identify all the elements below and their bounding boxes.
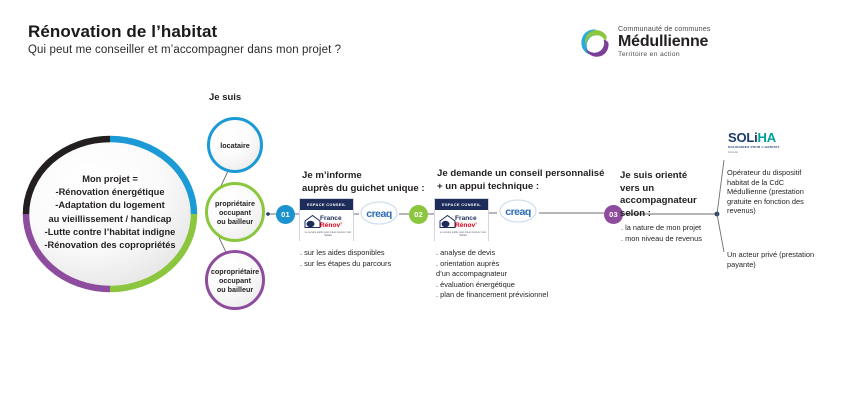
- france-renov-banner-text-2: ESPACE CONSEIL: [442, 202, 481, 207]
- cdc-logo-line3: Territoire en action: [618, 51, 680, 58]
- soliha-logo: SOLiHA SOLIDAIRES POUR L’HABITAT Gironde: [728, 131, 798, 155]
- main-oval-line-2: -Adaptation du logement: [55, 200, 165, 211]
- step-02-bullets: . analyse de devis . orientation auprès …: [436, 248, 596, 301]
- france-renov-logo-1: ESPACE CONSEIL France Rénov’ Le service …: [299, 198, 354, 241]
- step-badge-01[interactable]: 01: [276, 205, 295, 224]
- svg-text:creaq: creaq: [505, 206, 531, 218]
- cdc-medullienne-logo: Communauté de communes Médullienne Terri…: [578, 24, 738, 64]
- main-oval-line-5: -Rénovation des copropriétés: [44, 240, 176, 251]
- france-renov-tagline-2: Le service public pour mieux rénover mon…: [439, 231, 487, 238]
- step-01-bullets: . sur les aides disponibles . sur les ét…: [300, 248, 435, 269]
- step-03-title-line3: accompagnateur: [620, 195, 697, 206]
- step-01-bullet-1: . sur les étapes du parcours: [300, 258, 392, 268]
- step-badge-02[interactable]: 02: [409, 205, 428, 224]
- creaq-logo-2: creaq: [499, 199, 537, 223]
- page-subtitle: Qui peut me conseiller et m’accompagner …: [28, 44, 342, 56]
- cdc-logo-line2: Médullienne: [618, 33, 709, 50]
- persona-locataire-label: locataire: [220, 140, 250, 150]
- main-project-oval: Mon projet = -Rénovation énergétique -Ad…: [20, 133, 200, 295]
- main-oval-text: Mon projet = -Rénovation énergétique -Ad…: [28, 173, 192, 252]
- je-suis-heading: Je suis: [209, 92, 242, 103]
- france-renov-banner-text-1: ESPACE CONSEIL: [307, 202, 346, 207]
- france-renov-name-3: France: [455, 215, 477, 222]
- private-actor-note: Un acteur privé (prestation payante): [727, 250, 815, 269]
- svg-text:creaq: creaq: [366, 208, 392, 220]
- main-oval-line-4: -Lutte contre l’habitat indigne: [44, 226, 176, 237]
- step-03-title-line1: Je suis orienté: [620, 170, 688, 181]
- main-oval-line-0: Mon projet =: [82, 174, 138, 184]
- step-01-title-line1: Je m’informe: [302, 170, 362, 181]
- step-02-bullet-2: d’un accompagnateur: [436, 269, 508, 279]
- step-02-bullet-4: . plan de financement prévisionnel: [436, 290, 549, 300]
- step-02-bullet-1: . orientation auprès: [436, 258, 500, 268]
- house-icon-1: [304, 214, 321, 228]
- main-oval-ring: [22, 135, 198, 293]
- france-renov-name-4: Rénov’: [455, 221, 477, 229]
- france-renov-logo-2: ESPACE CONSEIL France Rénov’ Le service …: [434, 198, 489, 241]
- step-03-bullet-1: . mon niveau de revenus: [621, 233, 702, 243]
- france-renov-banner-1: ESPACE CONSEIL: [300, 199, 353, 210]
- soliha-part2: HA: [757, 130, 777, 145]
- step-02-bullet-3: . évaluation énergétique: [436, 279, 515, 289]
- step-02-bullet-0: . analyse de devis: [436, 248, 496, 257]
- france-renov-banner-2: ESPACE CONSEIL: [435, 199, 488, 210]
- page-title: Rénovation de l’habitat: [28, 22, 218, 41]
- step-03-title: Je suis orienté vers un accompagnateur s…: [620, 170, 712, 220]
- cdc-logo-line1: Communauté de communes: [618, 24, 711, 33]
- cdc-swirl-icon: [581, 29, 609, 57]
- step-01-title: Je m’informe auprès du guichet unique :: [302, 170, 442, 195]
- soliha-tagline: SOLIDAIRES POUR L’HABITAT: [728, 144, 780, 149]
- main-oval-line-1: -Rénovation énergétique: [55, 187, 165, 198]
- france-renov-name-2: Rénov’: [320, 221, 342, 229]
- main-oval-line-3: au vieillissement / handicap: [48, 213, 172, 224]
- step-02-title-line2: + un appui technique :: [437, 180, 540, 192]
- step-03-title-line2: vers un: [620, 182, 655, 194]
- creaq-logo-1: creaq: [360, 201, 398, 225]
- soliha-part1: SOLi: [728, 130, 758, 145]
- soliha-wordmark: SOLiHA: [728, 131, 798, 144]
- france-renov-name-1: France: [320, 215, 342, 222]
- step-02-title-line1: Je demande un conseil personnalisé: [437, 168, 605, 179]
- step-01-bullet-0: . sur les aides disponibles: [300, 248, 385, 257]
- france-renov-tagline-1: Le service public pour mieux rénover mon…: [304, 231, 352, 238]
- step-badge-03[interactable]: 03: [604, 205, 623, 224]
- step-02-title: Je demande un conseil personnalisé + un …: [437, 168, 612, 193]
- house-icon-2: [439, 214, 456, 228]
- step-01-title-line2: auprès du guichet unique :: [302, 182, 425, 194]
- soliha-description: Opérateur du dispositif habitat de la Cd…: [727, 168, 804, 216]
- persona-locataire[interactable]: locataire: [207, 117, 263, 173]
- step-03-bullet-0: . la nature de mon projet: [621, 223, 702, 232]
- step-03-bullets: . la nature de mon projet . mon niveau d…: [621, 223, 731, 244]
- soliha-sub: Gironde: [728, 150, 738, 154]
- step-03-title-line4: selon :: [620, 207, 651, 219]
